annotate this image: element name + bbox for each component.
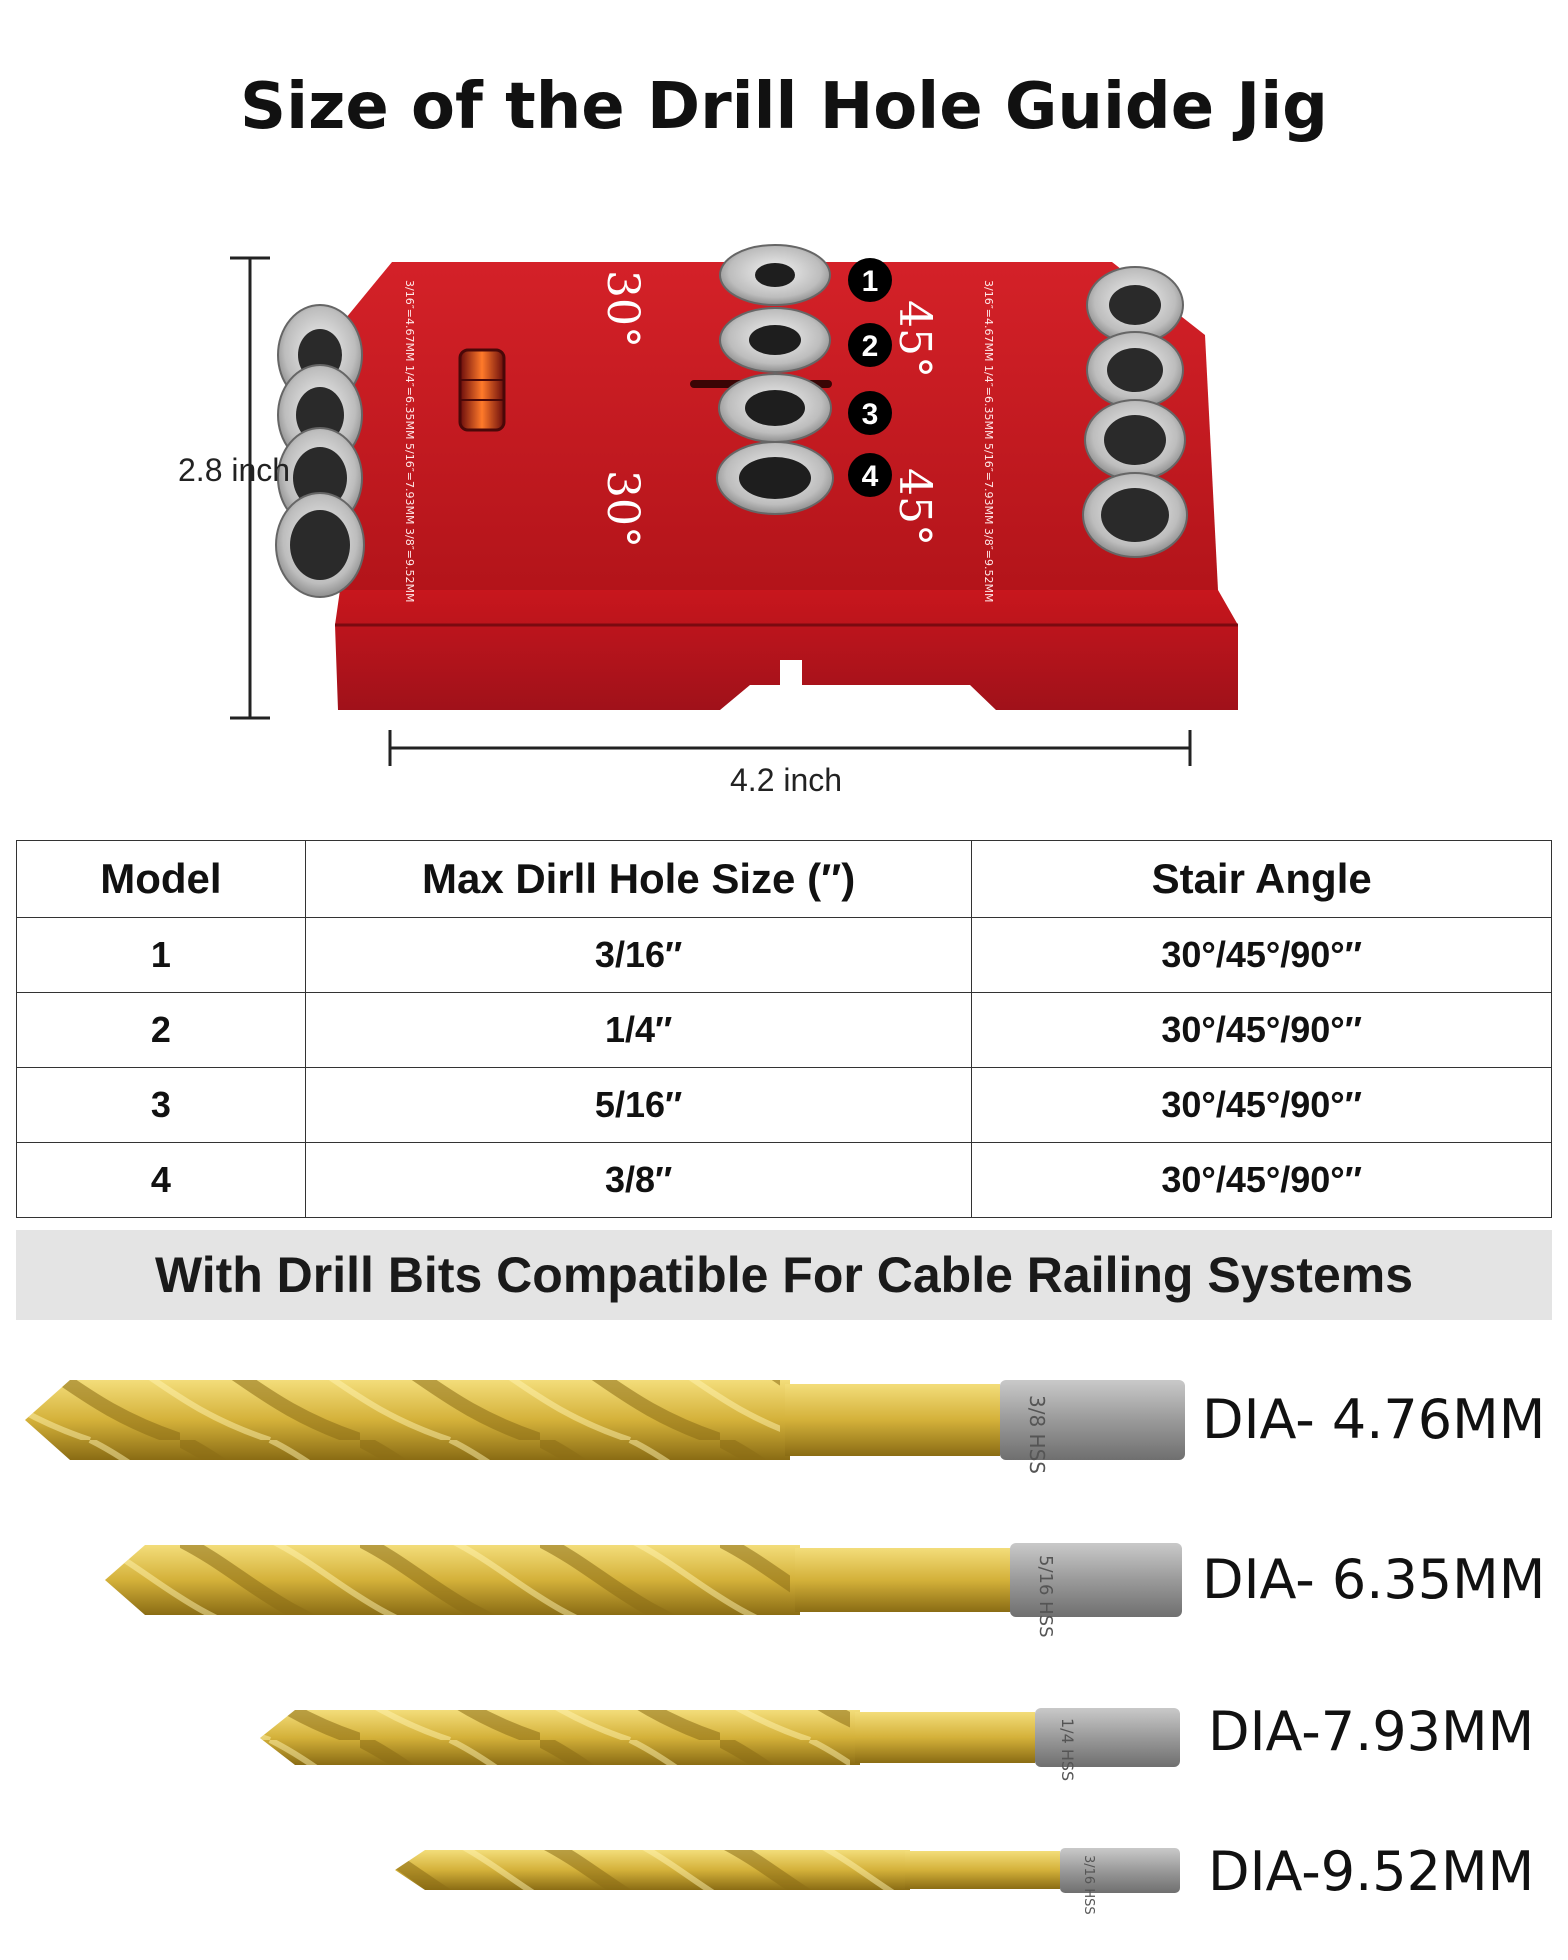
cell-model: 4 [16,1142,306,1218]
table-row: 4 3/8″ 30°/45°/90°″ [16,1142,1552,1218]
cell-hole-size: 3/16″ [304,917,973,993]
header-model: Model [16,840,306,918]
jig-center-notch [780,660,802,685]
engraving-left: 3/16″=4.67MM 1/4″=6.35MM 5/16″=7.93MM 3/… [403,280,416,603]
jig-front-face [335,590,1238,710]
shank-label-1: 3/8 HSS [1025,1395,1049,1474]
cell-stair-angle: 30°/45°/90°″ [971,992,1552,1068]
cell-hole-size: 5/16″ [304,1067,973,1143]
cell-model: 3 [16,1067,306,1143]
right-bushings [1082,266,1188,558]
svg-text:1: 1 [862,265,879,298]
page-title: Size of the Drill Hole Guide Jig [240,70,1328,144]
cell-stair-angle: 30°/45°/90°″ [971,917,1552,993]
drill-guide-jig-illustration: 1 2 3 4 30° 30° 45° 45° 3/16″=4.67MM 1/4… [230,244,1238,766]
drill-bits-illustration: 3/8 HSS 5/16 HSS 1/4 HSS 3/16 HSS [25,1380,1185,1915]
height-dimension-label: 2.8 inch [178,452,291,488]
cell-stair-angle: 30°/45°/90°″ [971,1067,1552,1143]
svg-text:4: 4 [862,460,879,493]
drill-bit-1: 3/8 HSS [25,1380,1185,1474]
table-row: 2 1/4″ 30°/45°/90°″ [16,992,1552,1068]
height-dimension-line [230,256,270,720]
level-vial [458,348,506,432]
cell-hole-size: 1/4″ [304,992,973,1068]
cell-hole-size: 3/8″ [304,1142,973,1218]
shank-label-2: 5/16 HSS [1035,1555,1056,1638]
compatibility-banner: With Drill Bits Compatible For Cable Rai… [16,1230,1552,1320]
engraving-right: 3/16″=4.67MM 1/4″=6.35MM 5/16″=7.93MM 3/… [982,280,995,603]
drill-bit-3-diameter: DIA-7.93MM [1208,1700,1535,1763]
drill-bit-4-diameter: DIA-9.52MM [1208,1840,1535,1903]
left-bushings [275,304,365,598]
cell-model: 2 [16,992,306,1068]
drill-bit-1-diameter: DIA- 4.76MM [1202,1388,1546,1451]
svg-text:2: 2 [862,330,879,363]
angle-label-30-bottom: 30° [597,470,648,548]
width-dimension-label: 4.2 inch [730,762,843,798]
angle-label-45-bottom: 45° [889,468,940,546]
drill-bit-2: 5/16 HSS [105,1543,1182,1638]
angle-label-45-top: 45° [889,300,940,378]
drill-bit-4: 3/16 HSS [395,1848,1180,1915]
center-bushings [716,244,834,515]
drill-bit-3: 1/4 HSS [260,1708,1180,1781]
table-row: 3 5/16″ 30°/45°/90°″ [16,1067,1552,1143]
width-dimension-line [388,730,1192,766]
hole-number-badge-3: 3 [848,391,892,435]
angle-label-30-top: 30° [597,270,648,348]
header-stair-angle: Stair Angle [971,840,1552,918]
shank-label-3: 1/4 HSS [1058,1718,1077,1781]
cell-model: 1 [16,917,306,993]
drill-bit-2-diameter: DIA- 6.35MM [1202,1548,1546,1611]
cell-stair-angle: 30°/45°/90°″ [971,1142,1552,1218]
hole-number-badge-4: 4 [848,453,892,497]
table-header-row: Model Max Dirll Hole Size (″) Stair Angl… [16,840,1552,918]
shank-label-4: 3/16 HSS [1081,1855,1096,1915]
spec-table: Model Max Dirll Hole Size (″) Stair Angl… [16,840,1552,1218]
svg-text:3: 3 [862,398,879,431]
hole-number-badge-1: 1 [848,258,892,302]
hole-number-badge-2: 2 [848,323,892,367]
table-row: 1 3/16″ 30°/45°/90°″ [16,917,1552,993]
header-max-hole-size: Max Dirll Hole Size (″) [304,840,973,918]
